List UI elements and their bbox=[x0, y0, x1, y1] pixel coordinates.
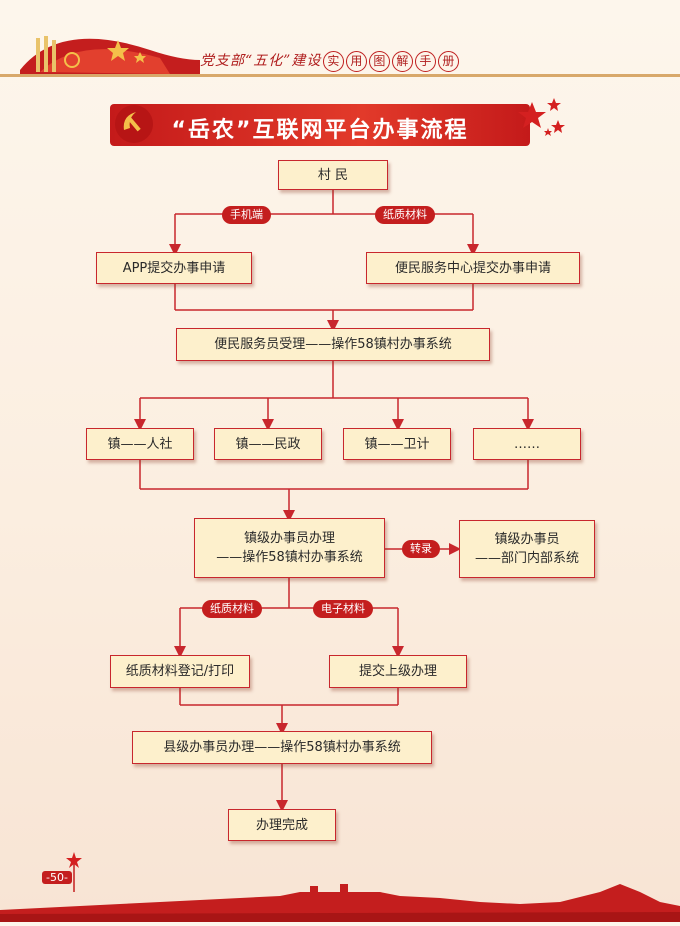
label-transfer: 转录 bbox=[402, 540, 440, 558]
label-mobile: 手机端 bbox=[222, 206, 271, 224]
node-dept-line2: ——部门内部系统 bbox=[474, 551, 579, 566]
flag-star-icon bbox=[66, 852, 82, 892]
node-town-more: …… bbox=[473, 428, 581, 460]
hammer-sickle-icon bbox=[115, 105, 153, 143]
title-banner: “岳农”互联网平台办事流程 bbox=[110, 104, 530, 146]
node-town-civil: 镇——民政 bbox=[214, 428, 322, 460]
node-dept-system: 镇级办事员 ——部门内部系统 bbox=[459, 520, 595, 578]
stars-decoration bbox=[518, 98, 565, 136]
party-flag-decoration bbox=[20, 36, 200, 74]
label-paper-materials-2: 纸质材料 bbox=[202, 600, 262, 618]
label-paper-materials: 纸质材料 bbox=[375, 206, 435, 224]
great-wall-silhouette bbox=[0, 884, 680, 922]
page-header: 党支部“五化”建设实用图解手册 bbox=[0, 0, 680, 80]
node-town-clerk-line2: ——操作58镇村办事系统 bbox=[216, 550, 363, 565]
node-town-clerk-line1: 镇级办事员办理 bbox=[243, 531, 335, 546]
page-title: “岳农”互联网平台办事流程 bbox=[171, 118, 469, 143]
node-paper-register: 纸质材料登记/打印 bbox=[110, 655, 250, 688]
node-town-clerk: 镇级办事员办理 ——操作58镇村办事系统 bbox=[194, 518, 385, 578]
node-submit-upper: 提交上级办理 bbox=[329, 655, 467, 688]
node-town-social: 镇——人社 bbox=[86, 428, 194, 460]
page-number: -50- bbox=[42, 871, 72, 884]
node-town-health: 镇——卫计 bbox=[343, 428, 451, 460]
node-county-clerk: 县级办事员办理——操作58镇村办事系统 bbox=[132, 731, 432, 764]
node-app-apply: APP提交办事申请 bbox=[96, 252, 252, 284]
node-center-apply: 便民服务中心提交办事申请 bbox=[366, 252, 580, 284]
label-electronic-materials: 电子材料 bbox=[313, 600, 373, 618]
node-villager: 村 民 bbox=[278, 160, 388, 190]
node-dept-line1: 镇级办事员 bbox=[494, 532, 560, 547]
header-subtitle: 党支部“五化”建设实用图解手册 bbox=[200, 50, 460, 72]
header-rule bbox=[0, 74, 680, 77]
node-clerk-accept: 便民服务员受理——操作58镇村办事系统 bbox=[176, 328, 490, 361]
node-done: 办理完成 bbox=[228, 809, 336, 841]
footer-great-wall bbox=[0, 862, 680, 922]
